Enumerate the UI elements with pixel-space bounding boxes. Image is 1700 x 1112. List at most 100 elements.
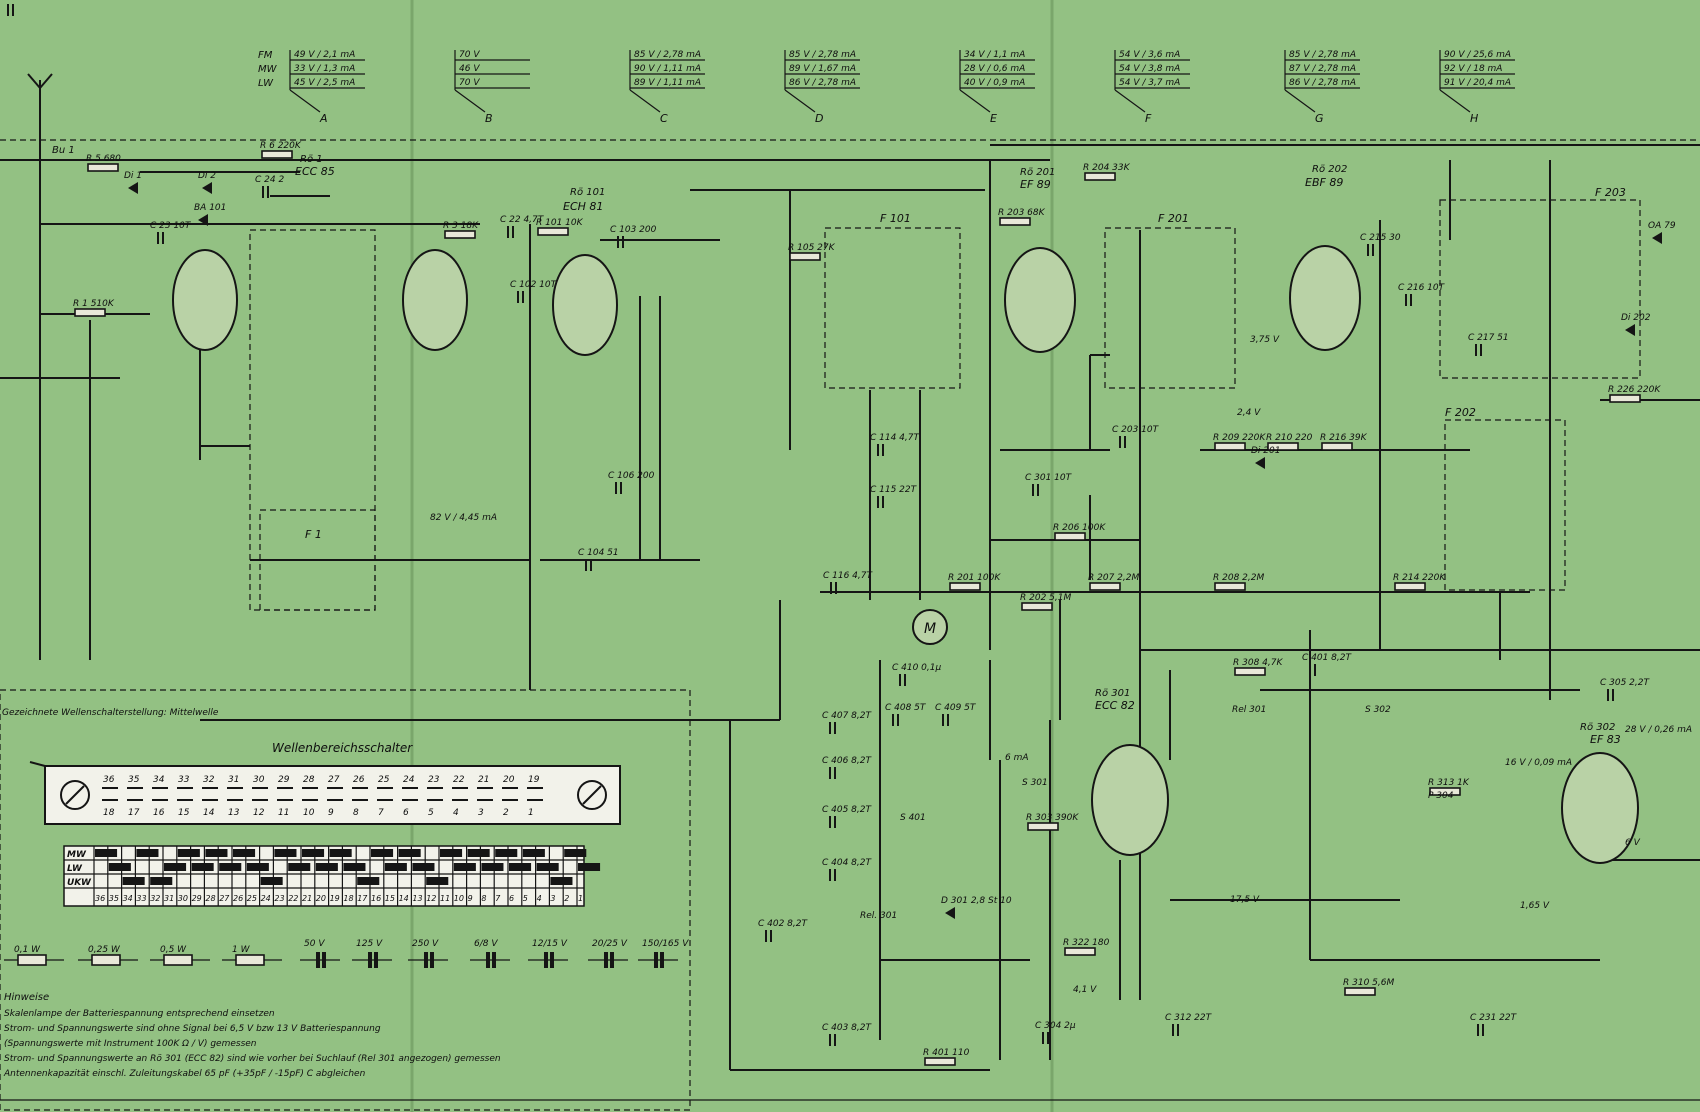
resistor: [1609, 394, 1641, 403]
row-label-mw: MW: [258, 64, 278, 75]
resistor-label: R 310 5,6M: [1343, 978, 1394, 988]
band-contact-bar: [536, 863, 559, 871]
row-label-fm: FM: [258, 50, 273, 61]
measure-value: 45 V / 2,5 mA: [294, 78, 355, 88]
band-contact-number: 26: [233, 894, 243, 903]
measure-value: 90 V / 1,11 mA: [634, 64, 701, 74]
band-contact-number: 35: [109, 894, 119, 903]
capacitor-label: C 215 30: [1360, 233, 1401, 243]
band-contact-bar: [219, 863, 242, 871]
capacitor-label: C 409 5T: [935, 703, 977, 713]
diode-icon: [198, 214, 208, 226]
hint-line: Strom- und Spannungswerte an Rö 301 (ECC…: [4, 1054, 501, 1064]
resistor-label: R 214 220K: [1393, 573, 1446, 583]
legend-capacitor-icon: [486, 952, 490, 968]
resistor: [1021, 602, 1053, 611]
hint-line: (Spannungswerte mit Instrument 100K Ω / …: [4, 1039, 257, 1049]
band-contact-number: 14: [399, 894, 409, 903]
resistor-label: R 1 510K: [73, 299, 115, 309]
diode-icon: [1625, 324, 1635, 336]
filter-label: F 1: [305, 528, 322, 541]
resistor-label: R 209 220K: [1213, 433, 1266, 443]
tube-ref: Rö 202: [1312, 164, 1347, 175]
resistor-label: R 101 10K: [536, 218, 584, 228]
tube-ref: Rö 1: [300, 154, 323, 165]
switch-contact-number: 15: [178, 808, 190, 818]
measure-value: 85 V / 2,78 mA: [789, 50, 856, 60]
misc-label: S 302: [1365, 705, 1391, 715]
resistor: [1214, 442, 1246, 451]
switch-contact-number: 19: [528, 775, 540, 785]
legend-resistor-label: 0,5 W: [160, 945, 187, 955]
diode-label: Di 201: [1251, 446, 1280, 456]
measure-letter: D: [815, 112, 823, 125]
capacitor-label: C 102 10T: [510, 280, 558, 290]
misc-label: 1,65 V: [1520, 901, 1550, 911]
tube-type: EF 89: [1020, 178, 1051, 191]
band-contact-number: 9: [468, 894, 473, 903]
switch-contact-number: 23: [428, 775, 440, 785]
band-contact-bar: [288, 863, 311, 871]
capacitor-label: C 23 10T: [150, 221, 192, 231]
misc-label: S 301: [1022, 778, 1048, 788]
measure-value: 92 V / 18 mA: [1444, 64, 1502, 74]
filter-label: F 203: [1595, 186, 1626, 199]
tube-ro1: Rö 1 ECC 85: [172, 154, 468, 351]
band-contact-number: 8: [481, 894, 486, 903]
capacitor-label: C 114 4,7T: [870, 433, 920, 443]
band-contact-number: 36: [95, 894, 105, 903]
switch-contact-number: 17: [128, 808, 140, 818]
band-contact-number: 25: [247, 894, 257, 903]
band-row-label: MW: [67, 850, 87, 860]
diode-icon: [1652, 232, 1662, 244]
measure-letter: C: [660, 112, 668, 125]
band-contact-number: 20: [316, 894, 326, 903]
hints-title: Hinweise: [4, 992, 49, 1003]
switch-contact-number: 31: [228, 775, 239, 785]
band-contact-number: 5: [523, 894, 528, 903]
measure-letter: E: [990, 112, 997, 125]
switch-contact-number: 27: [328, 775, 340, 785]
band-contact-bar: [122, 877, 145, 885]
resistor-label: R 313 1K: [1428, 778, 1470, 788]
resistor: [87, 163, 119, 172]
measure-value: 54 V / 3,6 mA: [1119, 50, 1180, 60]
switch-contact-number: 25: [378, 775, 390, 785]
tube-ref: Rö 302: [1580, 722, 1615, 733]
capacitor-label: C 304 2µ: [1035, 1021, 1076, 1031]
legend-resistor-icon: [91, 954, 121, 966]
band-contact-bar: [260, 877, 283, 885]
switch-contact-number: 5: [428, 808, 434, 818]
misc-label: 82 V / 4,45 mA: [430, 513, 497, 523]
diode-label: Di 202: [1621, 313, 1651, 323]
band-contact-bar: [550, 877, 573, 885]
tube-ro202: Rö 202 EBF 89: [1289, 164, 1361, 351]
capacitor-label: C 407 8,2T: [822, 711, 872, 721]
legend-capacitor-label: 20/25 V: [592, 939, 628, 949]
hint-line: Skalenlampe der Batteriespannung entspre…: [4, 1009, 275, 1019]
legend-capacitor-icon: [368, 952, 372, 968]
resistor: [789, 252, 821, 261]
resistor: [444, 230, 476, 239]
capacitor-label: C 404 8,2T: [822, 858, 872, 868]
resistor: [1027, 822, 1059, 831]
measure-letter: B: [485, 112, 493, 125]
resistor: [1394, 582, 1426, 591]
resistor: [1267, 442, 1299, 451]
band-contact-bar: [371, 849, 394, 857]
resistor-label: R 202 5,1M: [1020, 593, 1071, 603]
measure-value: 70 V: [459, 78, 480, 88]
motor: M: [912, 609, 948, 645]
band-contact-bar: [136, 849, 159, 857]
band-contact-bar: [191, 863, 214, 871]
resistor-label: R 207 2,2M: [1088, 573, 1139, 583]
capacitor-label: C 410 0,1µ: [892, 663, 941, 673]
band-contact-number: 17: [357, 894, 368, 903]
band-contact-bar: [481, 863, 504, 871]
switch-contact-number: 35: [128, 775, 140, 785]
resistor-label: R 3 18K: [443, 221, 479, 231]
hints: Hinweise Skalenlampe der Batteriespannun…: [3, 992, 501, 1079]
band-contact-number: 11: [440, 894, 450, 903]
